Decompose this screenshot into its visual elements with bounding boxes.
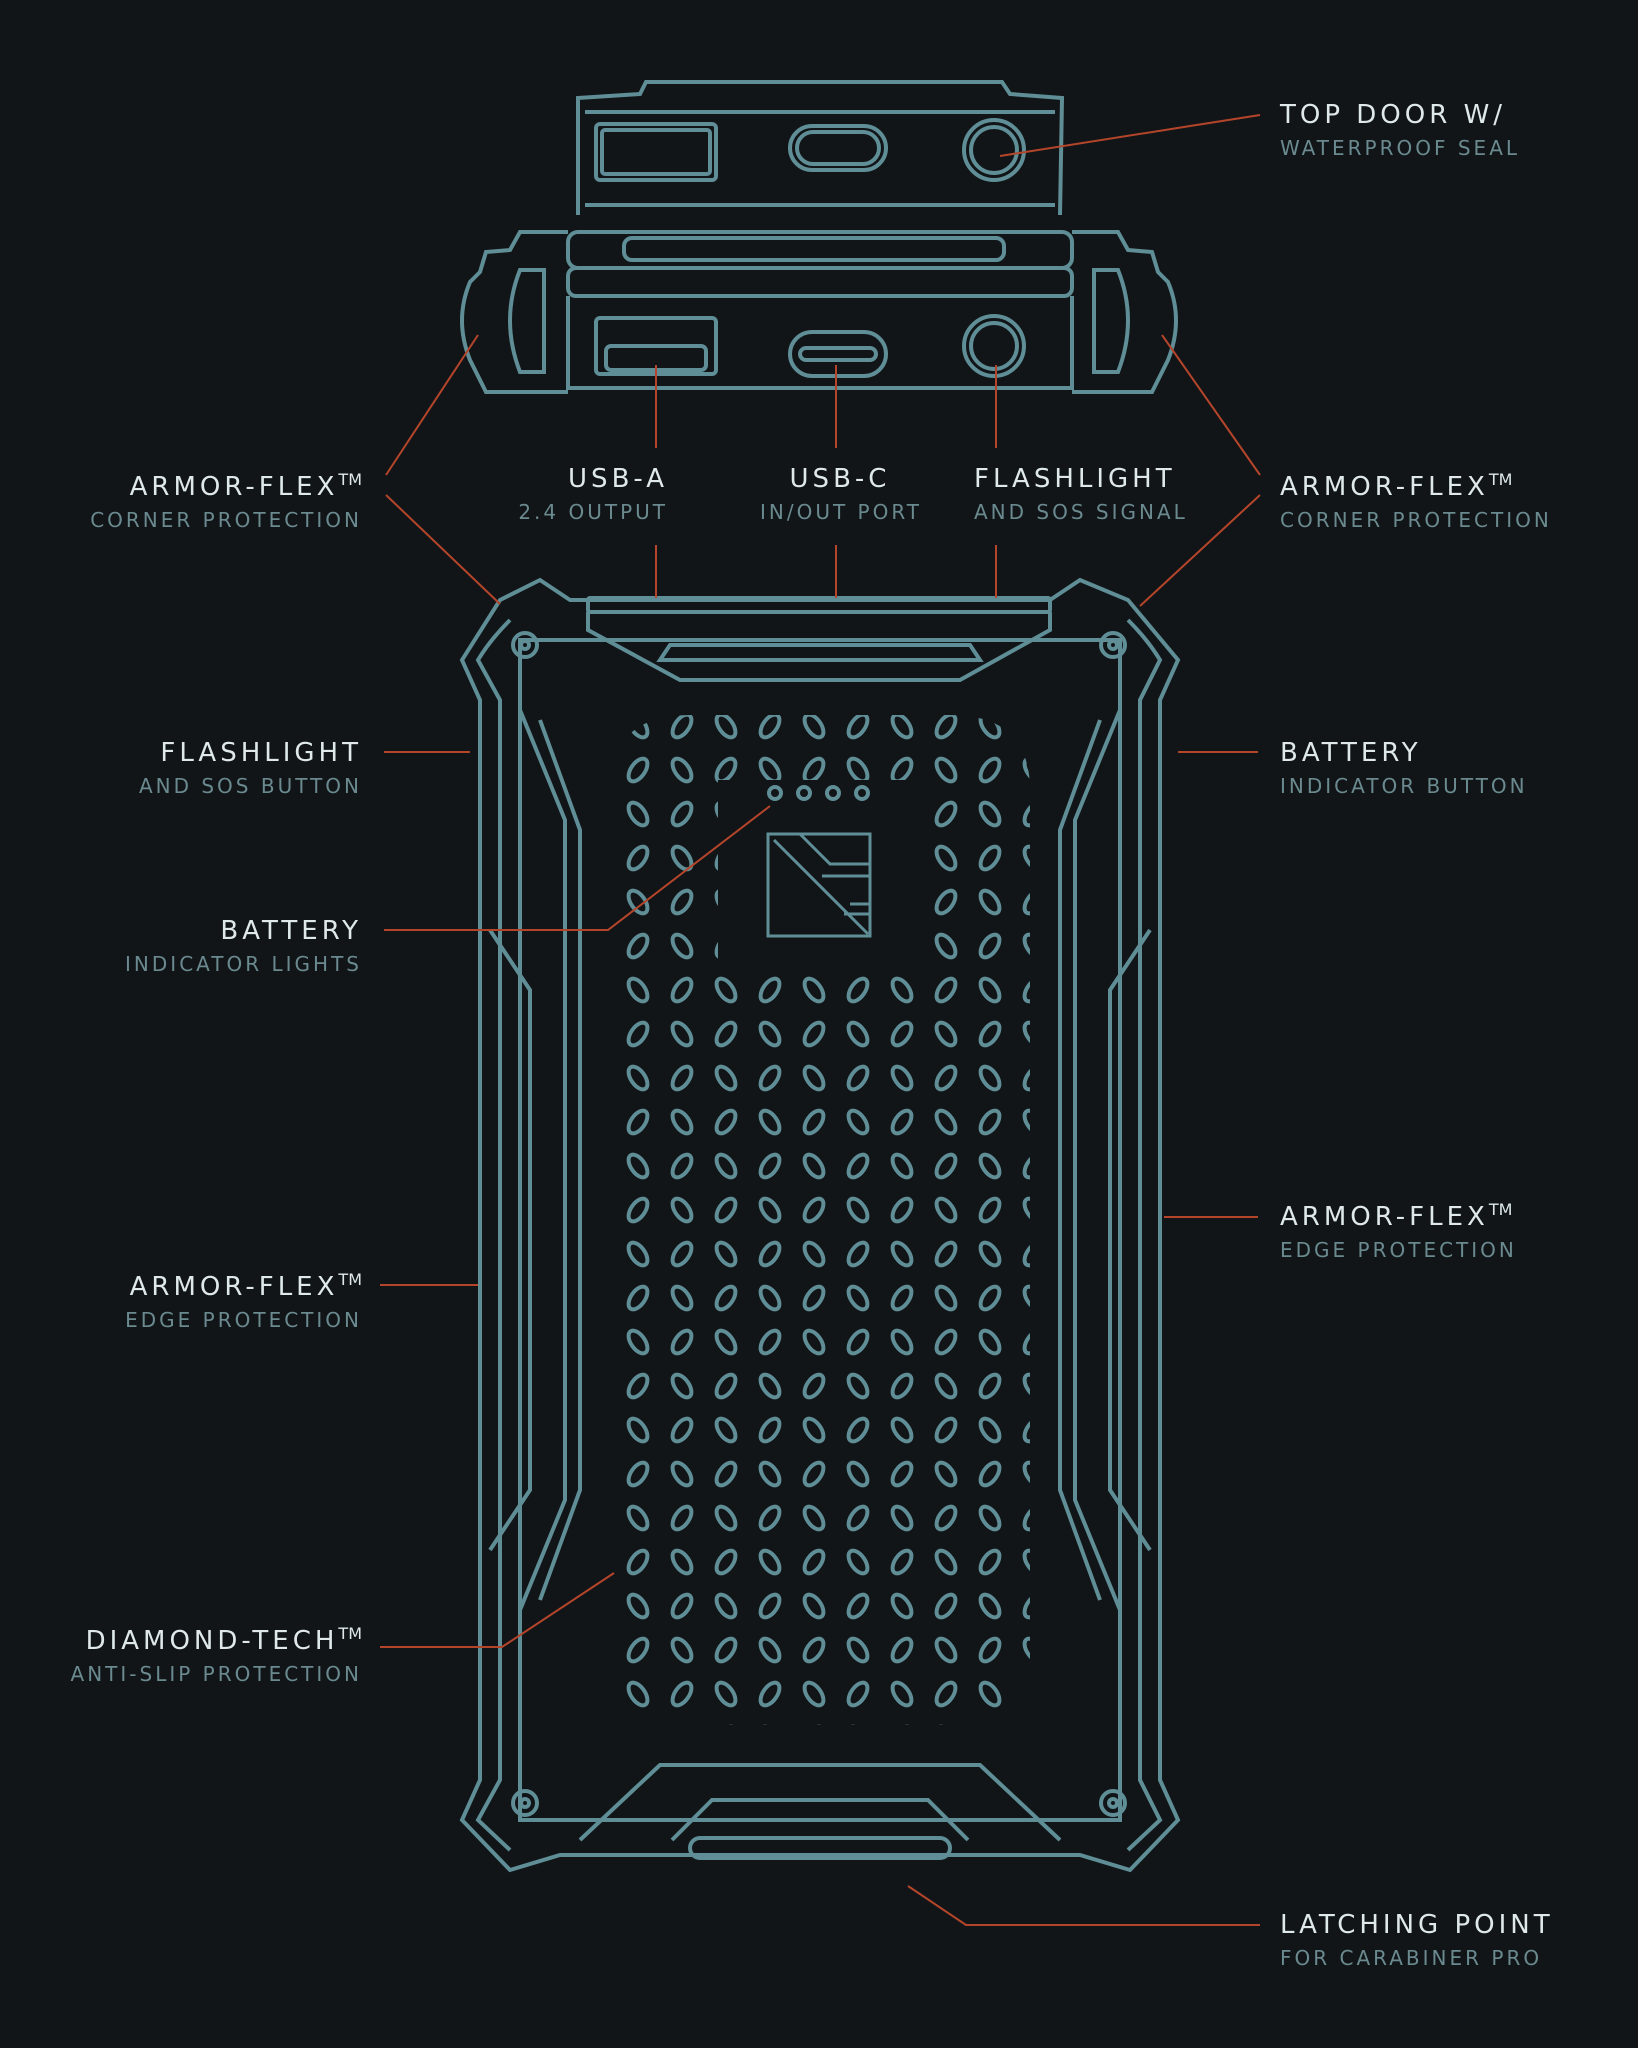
label-flashlight-port: FLASHLIGHT AND SOS SIGNAL [974,466,1188,522]
label-subtitle: AND SOS BUTTON [138,774,362,798]
label-title: BATTERY [1280,738,1422,768]
label-subtitle: EDGE PROTECTION [1280,1238,1517,1262]
label-subtitle: EDGE PROTECTION [125,1308,362,1332]
label-battery-lights: BATTERY INDICATOR LIGHTS [125,918,362,974]
label-subtitle: INDICATOR BUTTON [1280,774,1528,798]
label-latching-point: LATCHING POINT FOR CARABINER PRO [1280,1912,1554,1968]
label-title: TOP DOOR W/ [1280,100,1507,130]
flashlight-port [962,314,1026,378]
label-usb-a: USB-A 2.4 OUTPUT [518,466,668,522]
label-subtitle: IN/OUT PORT [760,500,923,524]
label-title: DIAMOND-TECH [85,1626,339,1656]
screw-bottom-left [511,1789,539,1817]
label-subtitle: ANTI-SLIP PROTECTION [70,1662,362,1686]
label-title: BATTERY [220,916,362,946]
label-subtitle: CORNER PROTECTION [90,508,362,532]
trademark: TM [1488,470,1513,489]
screw-top-left [511,631,539,659]
brand-logo-icon [766,832,872,938]
battery-indicator-lights [767,785,870,801]
label-title: LATCHING POINT [1280,1910,1554,1940]
label-subtitle: FOR CARABINER PRO [1280,1946,1543,1970]
leader-lines [380,114,1261,1926]
trademark: TM [338,1624,362,1643]
label-subtitle: CORNER PROTECTION [1280,508,1552,532]
label-subtitle: 2.4 OUTPUT [518,500,668,524]
trademark: TM [338,1270,362,1289]
label-usb-c: USB-C IN/OUT PORT [760,466,920,522]
label-battery-button: BATTERY INDICATOR BUTTON [1280,740,1528,796]
right-corner-bumper-top [1072,230,1178,394]
label-top-door: TOP DOOR W/ WATERPROOF SEAL [1280,102,1520,158]
usb-c-port [788,330,888,378]
trademark: TM [338,470,362,489]
label-flashlight-button: FLASHLIGHT AND SOS BUTTON [139,740,362,796]
top-door [576,80,1065,216]
label-title: ARMOR-FLEX [1280,472,1489,502]
top-view [460,80,1178,394]
label-title: ARMOR-FLEX [129,472,339,502]
back-view [459,577,1181,1873]
label-subtitle: INDICATOR LIGHTS [125,952,362,976]
label-edge-right: ARMOR-FLEXTM EDGE PROTECTION [1280,1202,1517,1262]
left-corner-bumper-top [460,230,568,394]
label-corner-left: ARMOR-FLEXTM CORNER PROTECTION [90,472,362,532]
label-title: ARMOR-FLEX [129,1272,339,1302]
label-title: FLASHLIGHT [974,464,1176,494]
label-subtitle: WATERPROOF SEAL [1280,136,1521,160]
door-flashlight [962,118,1026,182]
door-usb-c [788,124,888,172]
label-title: ARMOR-FLEX [1280,1202,1489,1232]
door-usb-a [594,122,718,182]
label-title: USB-A [568,464,668,494]
label-edge-left: ARMOR-FLEXTM EDGE PROTECTION [125,1272,362,1332]
screw-bottom-right [1099,1789,1127,1817]
latching-point [578,1763,1062,1842]
label-title: FLASHLIGHT [160,738,362,768]
label-subtitle: AND SOS SIGNAL [974,500,1188,524]
inner-plate [518,638,1122,1822]
trademark: TM [1488,1200,1513,1219]
label-corner-right: ARMOR-FLEXTM CORNER PROTECTION [1280,472,1552,532]
label-diamond-tech: DIAMOND-TECHTM ANTI-SLIP PROTECTION [70,1626,362,1686]
label-title: USB-C [789,464,891,494]
screw-top-right [1099,631,1127,659]
